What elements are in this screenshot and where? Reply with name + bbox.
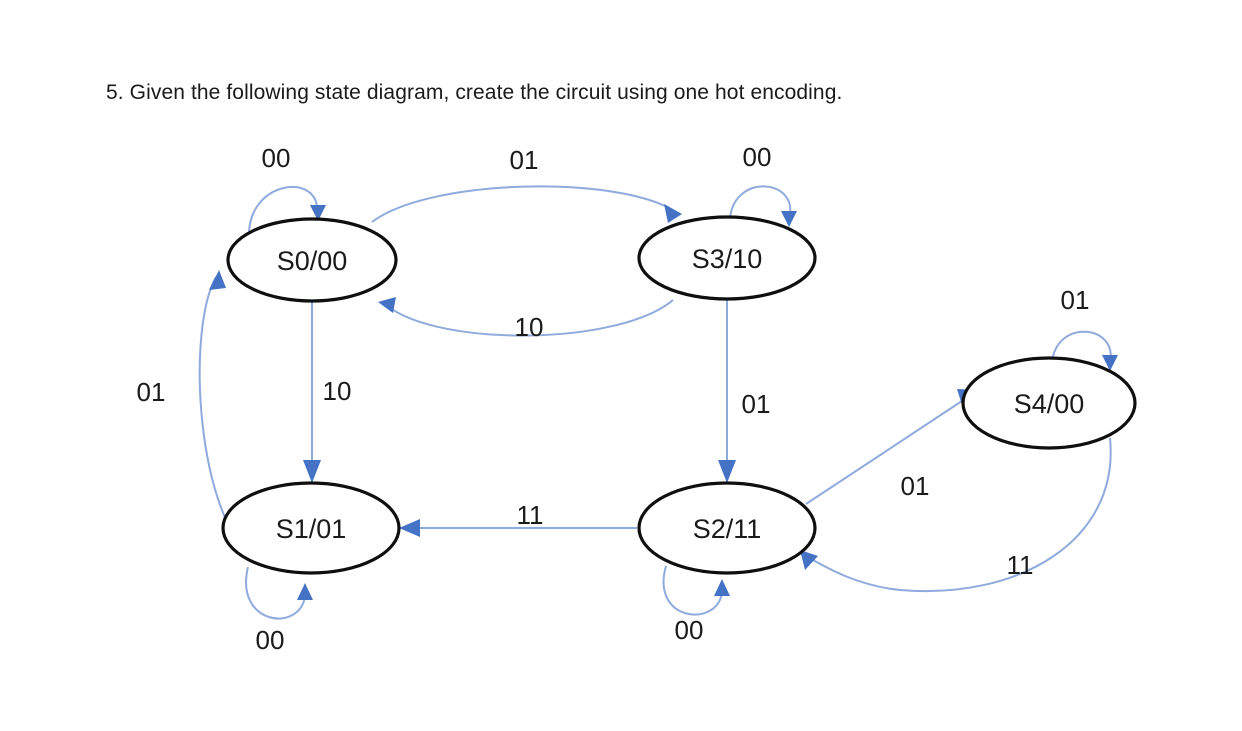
state-label-s1: S1/01	[276, 514, 347, 544]
edge-label-s3-s0: 10	[515, 312, 544, 342]
arrow-head-s3-s2	[718, 460, 736, 483]
arrow-head-s1-s1	[297, 583, 313, 600]
transition-s1-s1	[245, 566, 313, 620]
transition-s0-s3	[371, 185, 682, 223]
edge-label-s3-s2: 01	[742, 389, 771, 419]
arrow-head-s2-s1	[399, 519, 420, 537]
state-node-s4[interactable]: S4/00	[961, 356, 1137, 450]
arrow-head-s0-s1	[303, 460, 321, 483]
state-ellipse-s2	[637, 481, 817, 575]
state-node-s3[interactable]: S3/10	[637, 215, 817, 301]
edge-label-s1-s1: 00	[256, 625, 285, 655]
arrow-head-s4-s4	[1102, 355, 1118, 371]
edge-label-s2-s2: 00	[675, 615, 704, 645]
edge-path-s4-s4	[1051, 330, 1112, 364]
edge-path-s3-s3	[729, 185, 792, 219]
edge-path-s1-s1	[245, 566, 306, 620]
edge-label-s4-s4: 01	[1061, 285, 1090, 315]
edge-path-s4-s2	[805, 437, 1112, 593]
edge-label-s2-s1: 11	[517, 500, 544, 530]
edge-label-s1-s0: 01	[137, 377, 166, 407]
edge-label-s0-s3: 01	[510, 145, 539, 175]
state-label-s3: S3/10	[692, 244, 763, 274]
transition-s3-s3	[729, 185, 797, 227]
edge-path-s0-s0	[247, 186, 319, 237]
arrow-head-s4-s2	[800, 550, 818, 570]
edge-path-s0-s3	[371, 185, 677, 223]
arrow-head-s0-s3	[664, 204, 682, 223]
state-ellipse-s4	[961, 356, 1137, 450]
edge-label-s2-s4: 01	[901, 471, 930, 501]
edge-label-s4-s2: 11	[1007, 550, 1034, 580]
arrow-head-s3-s0	[378, 297, 396, 313]
transition-s2-s4	[805, 389, 980, 505]
transition-s4-s4	[1051, 330, 1118, 371]
arrow-head-s0-s0	[310, 205, 326, 221]
edge-path-s3-s0	[385, 299, 674, 337]
state-ellipse-s3	[637, 215, 817, 301]
transition-s0-s1	[303, 301, 321, 483]
state-label-s4: S4/00	[1014, 389, 1085, 419]
state-label-s0: S0/00	[277, 246, 348, 276]
state-ellipse-s0	[226, 217, 398, 303]
state-node-s0[interactable]: S0/00	[226, 217, 398, 303]
arrow-head-s3-s3	[781, 211, 797, 227]
state-node-s1[interactable]: S1/01	[221, 481, 401, 575]
state-label-s2: S2/11	[693, 514, 762, 544]
transition-s3-s0	[378, 297, 674, 337]
edge-path-s2-s4	[805, 396, 969, 505]
transition-s4-s2	[800, 437, 1112, 593]
state-node-s2[interactable]: S2/11	[637, 481, 817, 575]
transition-s2-s2	[662, 565, 730, 616]
arrow-head-s2-s2	[714, 579, 730, 596]
edge-label-s3-s3: 00	[743, 142, 772, 172]
edge-label-s0-s0: 00	[262, 143, 291, 173]
edge-path-s2-s2	[662, 565, 723, 616]
state-ellipse-s1	[221, 481, 401, 575]
arrow-head-s1-s0	[209, 270, 226, 290]
edge-label-s0-s1: 10	[323, 376, 352, 406]
transition-s3-s2	[718, 299, 736, 483]
transition-s0-s0	[247, 186, 326, 237]
question-text: 5. Given the following state diagram, cr…	[106, 81, 843, 104]
transition-s2-s1	[399, 519, 637, 537]
